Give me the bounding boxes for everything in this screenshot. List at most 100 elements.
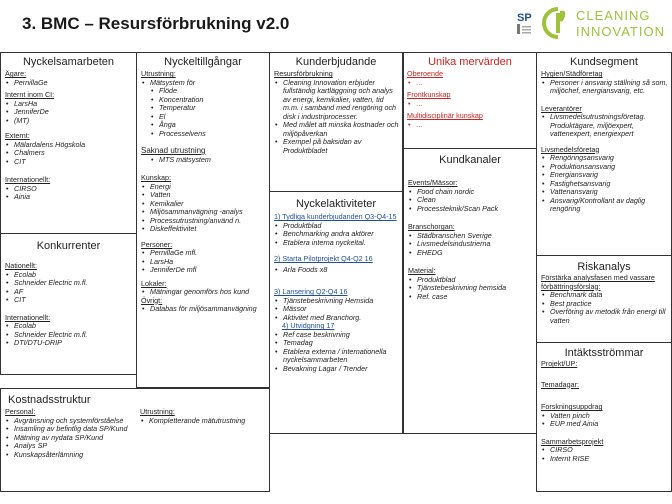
sp-logo: SP: [517, 12, 532, 34]
kunderbjudande-title: Kunderbjudande: [295, 56, 377, 68]
list-item: Överföring av metodik från energi till v…: [541, 307, 671, 325]
konkurrenter-box: Konkurrenter Nationellt: Ecolab Schneide…: [0, 233, 137, 375]
list-item: Kunskapsåterlämning: [5, 450, 133, 460]
list-item: EUP med Ainia: [541, 419, 669, 429]
list-item: CIRSO: [541, 445, 669, 455]
riskanalys-heading: Förstärka analysfasen med vassare förbät…: [541, 273, 655, 291]
agare-heading: Ägare:: [5, 69, 27, 78]
unika-mervarden-box: Unika mervärden Oberoende … Frontkunskap…: [403, 52, 537, 149]
list-item: CIT: [5, 295, 133, 305]
list-item: Ansvarig/Kontrollant av daglig rengöring: [541, 196, 669, 214]
list-item: Energiansvarig: [541, 170, 669, 180]
list-item: Produktblad: [408, 275, 534, 285]
nationellt-heading: Nationellt:: [5, 261, 37, 270]
list-item: Tjänstebeskrivning hemsida: [408, 283, 534, 293]
list-item: Fastighetsansvarig: [541, 179, 669, 189]
kundkanaler-box: Kundkanaler Events/Mässor: Food chain no…: [403, 148, 537, 434]
list-item: Ecolab: [5, 321, 133, 331]
nyckelaktiviteter-section: 1) Tydliga kunderbjudanden Q3-Q4-15 Prod…: [274, 212, 400, 374]
list-item: Best practice: [541, 299, 671, 309]
list-item: …: [407, 99, 535, 109]
list-item: JenniferDe: [5, 107, 133, 117]
list-item: EHEDG: [408, 248, 534, 258]
list-item: Processelvens: [150, 129, 267, 139]
kundkanaler-section: Events/Mässor: Food chain nordic Clean P…: [408, 178, 534, 302]
nyckelaktiviteter-box: Nyckelaktiviteter 1) Tydliga kunderbjuda…: [269, 191, 403, 434]
saknad-heading: Saknad utrustning: [141, 146, 206, 155]
utrustning-heading: Utrustning:: [141, 69, 176, 78]
sammarbetsprojekt-heading: Sammarbetsprojekt: [541, 436, 604, 446]
kundkanaler-title: Kundkanaler: [439, 154, 501, 166]
list-item: Chalmers: [5, 148, 133, 158]
intakt-section: Projekt/UP: Temadagar: Forskningsuppdrag…: [541, 359, 669, 463]
list-item: Benchmarking andra aktörer: [274, 229, 400, 239]
branschorgan-heading: Branschorgan:: [408, 222, 455, 231]
resursforbrukning-heading: Resursförbrukning: [274, 69, 333, 78]
list-item: Avgränsning och systemförståelse: [5, 416, 133, 426]
list-item: Vattenansvarig: [541, 187, 669, 197]
list-item: CIRSO: [5, 184, 133, 194]
list-item: Mätning av nydata SP/Kund: [5, 433, 133, 443]
intl-heading: Internationellt:: [5, 175, 51, 184]
forskningsuppdrag-heading: Forskningsuppdrag: [541, 402, 603, 411]
activity-4-heading: 4) Utvidgning 17: [282, 321, 335, 330]
oberoende-heading: Oberoende: [407, 69, 443, 78]
list-item: Bevakning Lagar / Trender: [274, 364, 400, 374]
list-item: Etablera externa / internationella nycke…: [274, 347, 400, 365]
list-item: Ref case beskrivning: [274, 330, 400, 340]
list-item: Food chain nordic: [408, 187, 534, 197]
page-title: 3. BMC – Resursförbrukning v2.0: [22, 14, 290, 33]
externt-heading: Externt:: [5, 131, 30, 140]
personal-heading: Personal:: [5, 407, 36, 416]
livsmedelsforetag-heading: Livsmedelsföretag: [541, 144, 600, 154]
list-item: Processutrustning/använd n.: [141, 216, 267, 226]
sp-logo-text: SP: [517, 12, 532, 24]
list-item: Vatten pinch: [541, 411, 669, 421]
list-item: Diskeffektivitet: [141, 224, 267, 234]
activity-2-heading: 2) Starta Pilotprojekt Q4-Q2 16: [274, 254, 373, 263]
list-item: Produktionsansvarig: [541, 162, 669, 172]
list-item: Schneider Electric m.fl.: [5, 278, 133, 288]
logo-line-1: CLEANING: [576, 8, 650, 23]
konkurrenter-section: Nationellt: Ecolab Schneider Electric m.…: [5, 261, 133, 348]
nyckeltillgangar-section: Utrustning: Mätsystem för Flöde Koncentr…: [141, 69, 267, 314]
projekt-heading: Projekt/UP:: [541, 359, 578, 368]
list-item: Koncentration: [150, 95, 267, 105]
internt-heading: Internt inom CI:: [5, 90, 55, 99]
list-item: DTI/DTU-DRIP: [5, 338, 133, 348]
list-item: Analys SP: [5, 441, 133, 451]
list-item: Livsmedelsindustrierna: [408, 239, 534, 249]
list-item: Cleaning Innovation erbjuder fullständig…: [274, 78, 400, 122]
personal-section: Personal: Avgränsning och systemförståel…: [5, 407, 133, 460]
events-heading: Events/Mässor:: [408, 178, 458, 187]
list-item: JenniferDe mfl: [141, 265, 267, 275]
list-item: Livsmedelsutrustningsföretag. Produktäga…: [541, 112, 669, 139]
list-item: Vatten: [141, 190, 267, 200]
list-item: Kompletterande mätutrustning: [140, 416, 266, 426]
list-item: Benchmark data: [541, 290, 671, 300]
kunderbjudande-section: Resursförbrukning Cleaning Innovation er…: [274, 69, 400, 155]
list-item: Etablera interna nyckeltal.: [274, 238, 400, 248]
list-item: Tjänstebeskrivning Hemsida: [274, 296, 400, 306]
list-item: MTS mätsystem: [150, 155, 267, 165]
list-item: Personer i ansvarig ställning så som, mi…: [541, 78, 669, 96]
multidisciplinar-heading: Multidisciplinär kunskap: [407, 111, 483, 120]
list-item: Rengöringsansvarig: [541, 153, 669, 163]
nyckeltillgangar-title: Nyckeltillgångar: [164, 56, 242, 68]
agare-section: Ägare: PernillaGe Internt inom CI: LarsH…: [5, 69, 133, 202]
list-item: Databas för miljösammanvägning: [141, 304, 267, 314]
activity-3-heading: 3) Lansering Q2-Q4 16: [274, 287, 348, 296]
hygien-heading: Hygien/Städföretag: [541, 69, 603, 78]
list-item: Arla Foods x8: [274, 265, 400, 275]
list-item: Ref. case: [408, 292, 534, 302]
leverantorer-heading: Leverantörer: [541, 103, 582, 113]
list-item: Energi: [141, 182, 267, 192]
intaktsstrommar-title: Intäktsströmmar: [564, 347, 644, 359]
list-item: Mätsystem för: [141, 78, 267, 88]
nyckeltillgangar-box: Nyckeltillgångar Utrustning: Mätsystem f…: [136, 52, 270, 388]
konkurrenter-title: Konkurrenter: [36, 240, 101, 252]
intaktsstrommar-box: Intäktsströmmar Projekt/UP: Temadagar: F…: [536, 342, 672, 492]
nyckelaktiviteter-title: Nyckelaktiviteter: [295, 198, 377, 210]
kostnadsstruktur-box: Kostnadsstruktur Personal: Avgränsning o…: [0, 388, 270, 492]
kundsegment-title: Kundsegment: [570, 56, 638, 68]
